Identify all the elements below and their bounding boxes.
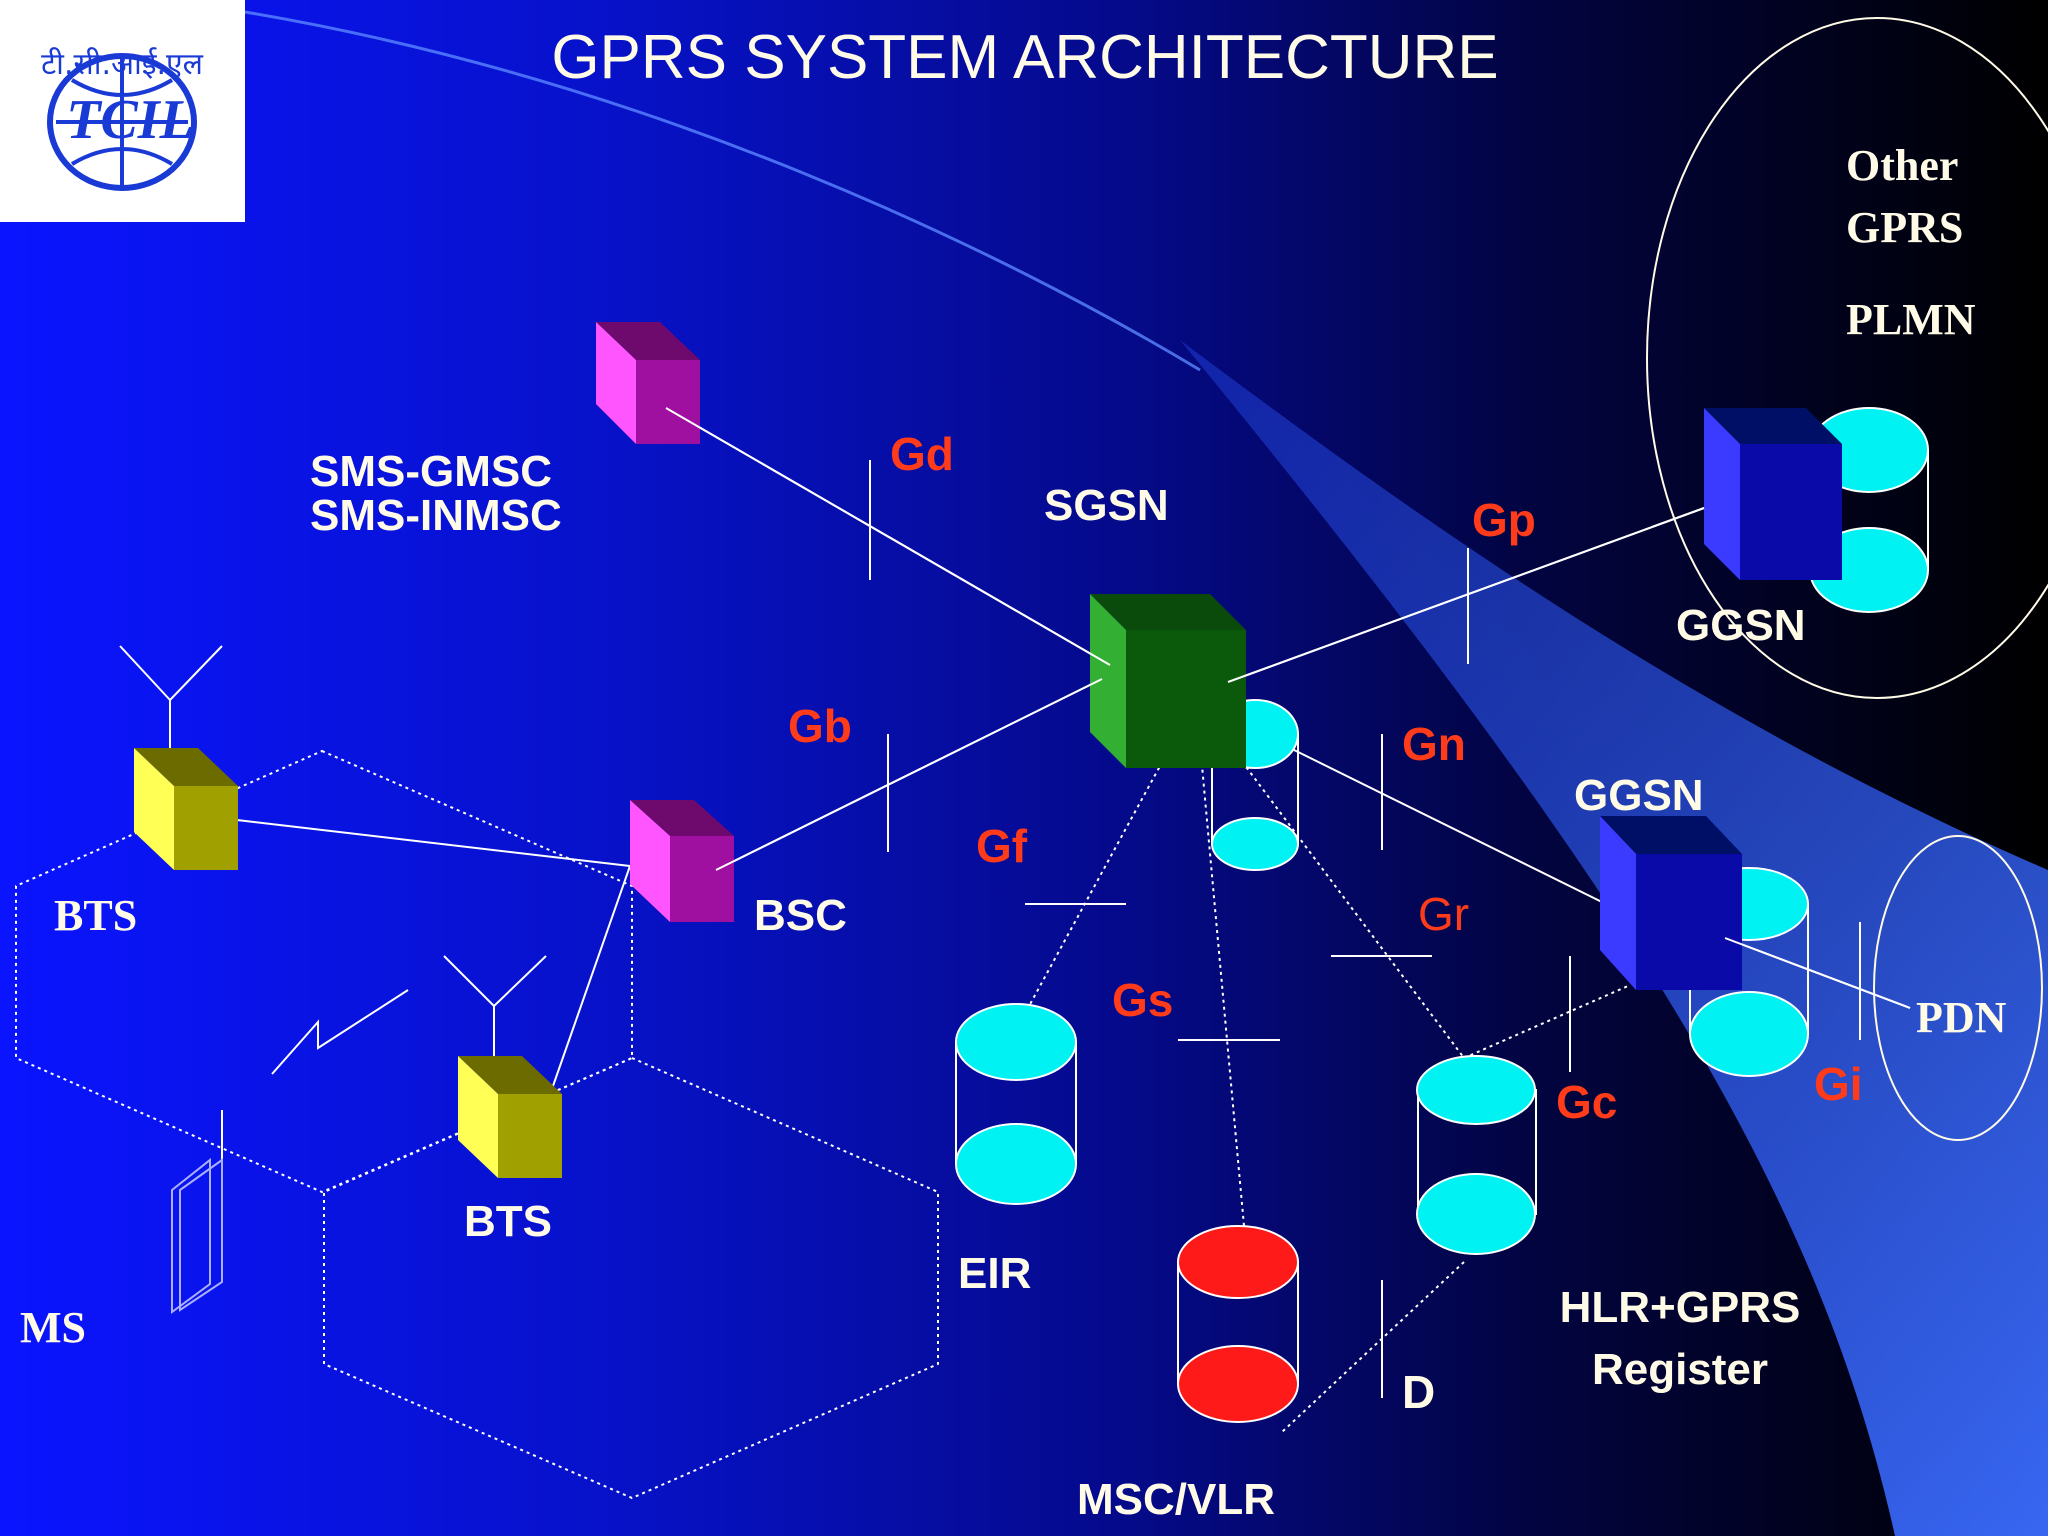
interface-d: D [1402, 1366, 1435, 1418]
ggsn-node-icon [1600, 816, 1742, 990]
eir-label: EIR [958, 1249, 1031, 1298]
interface-gp: Gp [1472, 494, 1536, 546]
bsc-node-icon [630, 800, 734, 922]
bts-node-icon-2 [458, 1056, 562, 1178]
sms-inmsc-label: SMS-INMSC [310, 491, 562, 540]
plmn-label-3: PLMN [1846, 295, 1976, 344]
sms-gmsc-node-icon [596, 322, 700, 444]
bts-label-2: BTS [464, 1197, 552, 1246]
ggsn-label: GGSN [1574, 771, 1704, 820]
hlr-register-label: Register [1592, 1345, 1768, 1394]
svg-text:टी.सी.आई.एल: टी.सी.आई.एल [41, 47, 204, 82]
background-beam [244, 10, 2048, 1536]
other-plmn-boundary [1646, 17, 2048, 699]
antenna-icons [119, 645, 547, 1075]
signalling-lines [1027, 699, 1629, 1433]
msc-vlr-label: MSC/VLR [1077, 1475, 1275, 1524]
interface-gr: Gr [1418, 888, 1469, 940]
overlay-lines [665, 407, 1911, 1009]
interface-gc: Gc [1556, 1076, 1617, 1128]
remote-ggsn-node-icon [1704, 408, 1842, 580]
plmn-label-1: Other [1846, 141, 1958, 190]
bts-label-1: BTS [54, 891, 137, 940]
hlr-database-icon [1416, 1055, 1537, 1255]
cell-hexagons [15, 749, 939, 1500]
sms-gmsc-label: SMS-GMSC [310, 447, 552, 496]
ms-label: MS [20, 1303, 86, 1352]
pdn-boundary [1873, 835, 2043, 1141]
interface-gd: Gd [890, 428, 954, 480]
hlr-label: HLR+GPRS [1560, 1283, 1801, 1332]
sgsn-node-icon [1090, 594, 1246, 768]
page-title: GPRS SYSTEM ARCHITECTURE [551, 23, 1498, 92]
bsc-label: BSC [754, 891, 847, 940]
tcil-logo: टी.सी.आई.एल TCIL [0, 0, 245, 222]
interface-gs: Gs [1112, 974, 1173, 1026]
pdn-label: PDN [1916, 993, 2007, 1042]
remote-ggsn-label: GGSN [1676, 601, 1806, 650]
svg-text:TCIL: TCIL [66, 89, 194, 151]
msc-vlr-database-icon [1177, 1225, 1299, 1423]
ms-handset-icon [171, 1157, 223, 1314]
interface-gb: Gb [788, 700, 852, 752]
bts-node-icon-1 [134, 748, 238, 870]
plmn-label-2: GPRS [1846, 203, 1963, 252]
interface-gn: Gn [1402, 718, 1466, 770]
interface-gf: Gf [976, 820, 1028, 872]
sgsn-label: SGSN [1044, 481, 1169, 530]
eir-database-icon [955, 1003, 1077, 1205]
interface-gi: Gi [1814, 1058, 1863, 1110]
